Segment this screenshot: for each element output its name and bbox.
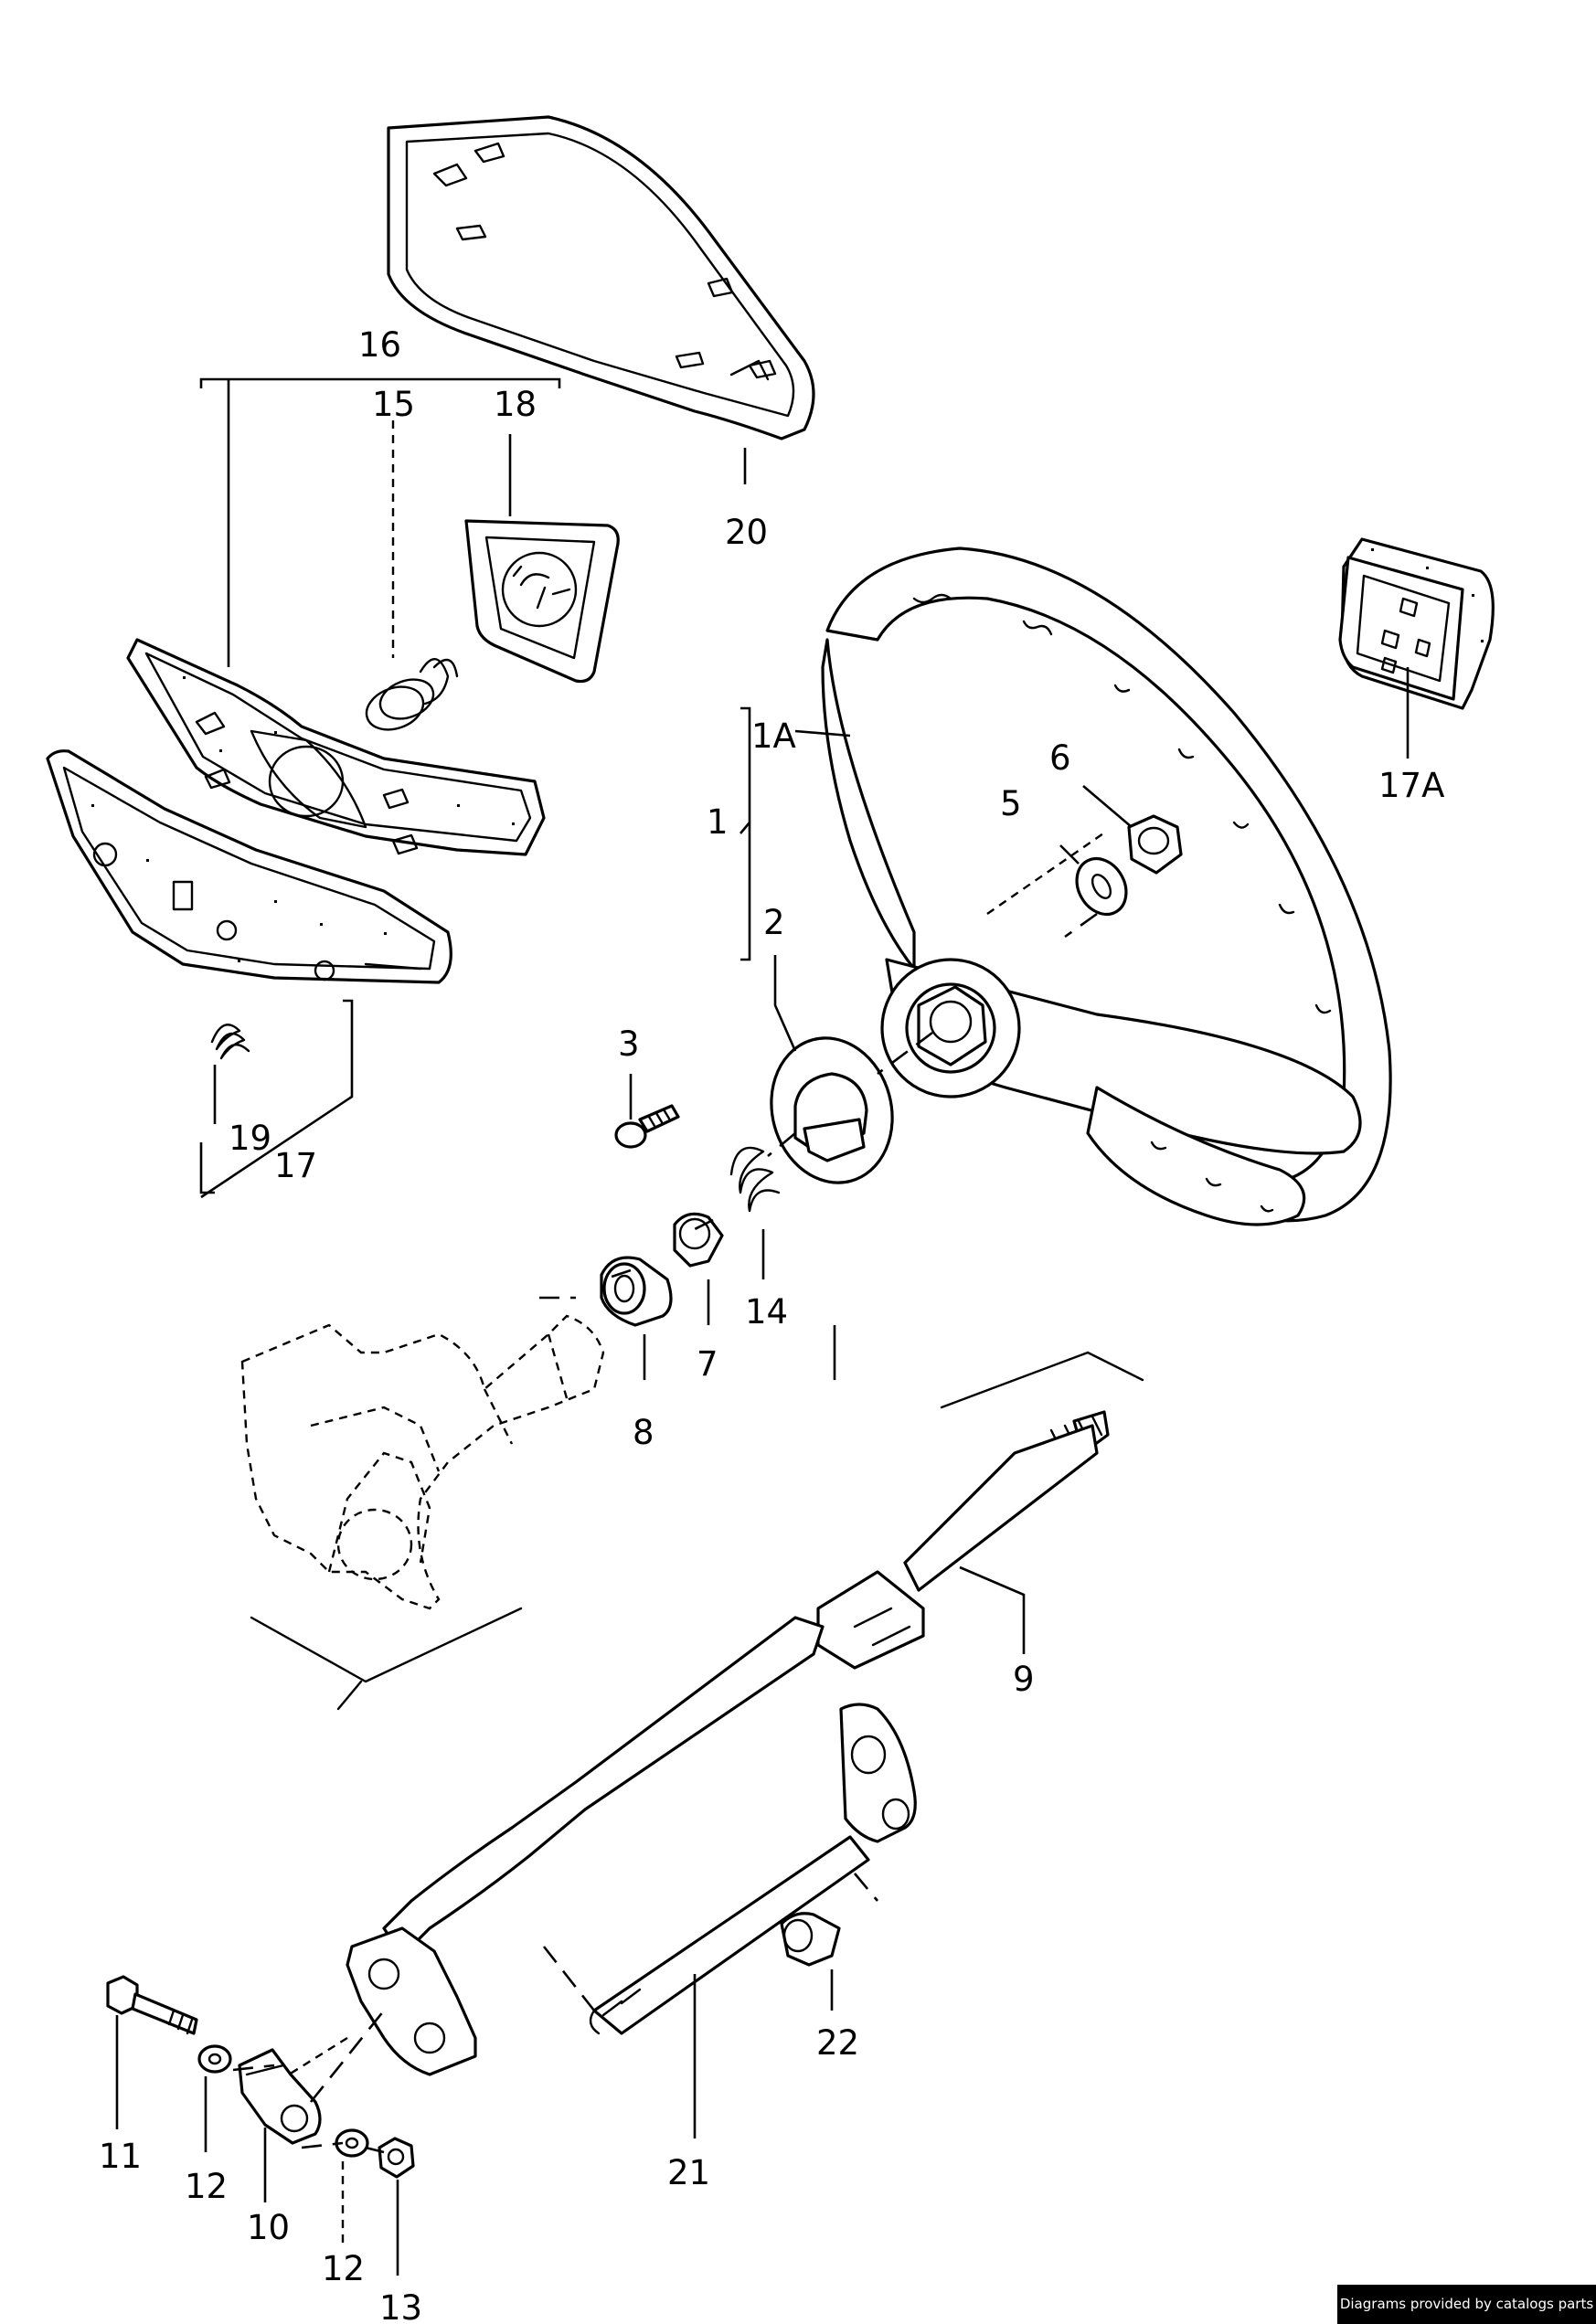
part-17-horn-bar-lower — [46, 749, 452, 984]
part-13-nut — [378, 2137, 415, 2179]
callout-13: 13 — [379, 2288, 422, 2324]
part-1-steering-wheel — [821, 547, 1392, 1226]
part-12-washer-upper — [197, 2044, 232, 2074]
part-3-screw — [614, 1104, 680, 1149]
callout-labels: 16 15 18 20 17A 1A 1 6 5 2 3 14 7 8 19 1… — [99, 325, 1444, 2324]
callout-17a: 17A — [1378, 766, 1444, 805]
callout-20: 20 — [725, 513, 768, 552]
callout-16: 16 — [358, 325, 401, 365]
callout-17: 17 — [274, 1146, 317, 1185]
callout-1: 1 — [707, 802, 729, 842]
steering-column-housing-phantom — [240, 1314, 1144, 1711]
callout-2: 2 — [763, 903, 785, 942]
part-22-bush — [780, 1912, 841, 1967]
part-17a-horn-button — [1338, 537, 1495, 710]
part-8-bearing — [600, 1256, 673, 1327]
assembly-lines — [232, 912, 1098, 2154]
part-21-lower-shaft — [542, 1703, 917, 2035]
part-18-horn-button — [464, 519, 620, 684]
part-9-steering-shaft — [382, 1410, 1110, 1958]
callout-12-lower: 12 — [322, 2249, 365, 2288]
callout-22: 22 — [816, 2023, 859, 2063]
callout-5: 5 — [1000, 784, 1022, 823]
callout-15: 15 — [372, 385, 415, 424]
callout-8: 8 — [633, 1413, 654, 1452]
callout-19: 19 — [229, 1119, 271, 1158]
part-10-clamp — [238, 2048, 322, 2145]
callout-14: 14 — [745, 1292, 788, 1332]
callout-3: 3 — [618, 1024, 640, 1064]
part-15-spring-ring — [365, 658, 459, 731]
part-6-nut — [1127, 814, 1183, 875]
part-16-horn-bar-upper — [126, 638, 546, 856]
callout-6: 6 — [1049, 738, 1071, 778]
part-14-spring — [729, 1146, 781, 1213]
callout-9: 9 — [1013, 1660, 1035, 1699]
callout-12-upper: 12 — [185, 2167, 228, 2206]
part-2-contact-ring — [770, 1036, 894, 1184]
callout-18: 18 — [494, 385, 537, 424]
callout-21: 21 — [667, 2153, 710, 2192]
lower-flange — [273, 1926, 477, 2085]
part-20-pad-cover — [387, 115, 815, 440]
part-19-spring — [210, 1024, 250, 1060]
callout-11: 11 — [99, 2137, 142, 2176]
part-11-bolt — [106, 1975, 198, 2035]
leader-lines — [115, 377, 1410, 2276]
part-7-bush — [673, 1212, 724, 1268]
callout-1a: 1A — [751, 716, 796, 756]
callout-10: 10 — [247, 2208, 290, 2247]
part-5-washer — [1075, 856, 1128, 917]
credit-footer: Diagrams provided by catalogs parts — [1337, 2285, 1596, 2324]
callout-7: 7 — [697, 1344, 718, 1384]
